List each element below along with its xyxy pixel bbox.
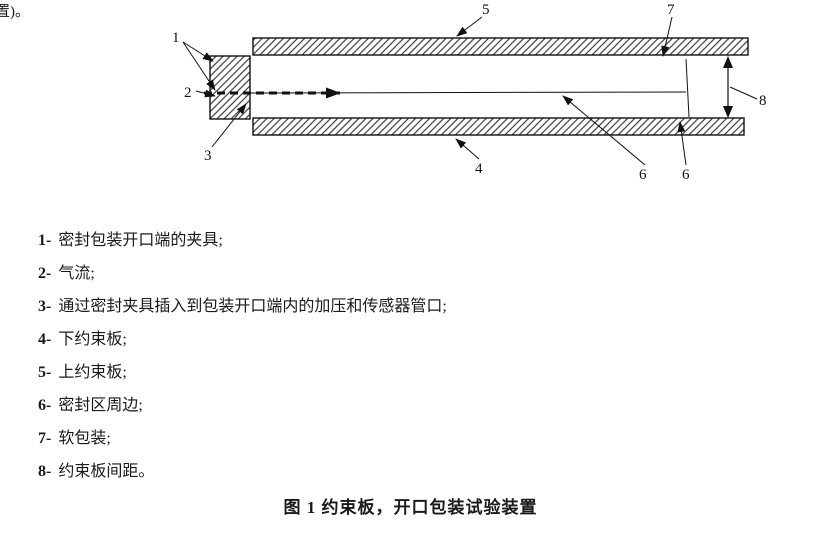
legend-item-2: 2- 气流; (38, 257, 447, 290)
page-text-fragment: 置)。 (0, 4, 30, 20)
apparatus-diagram: 1 2 3 4 5 6 6 7 8 (172, 2, 767, 183)
upper-restraint-plate (252, 37, 749, 56)
figure-legend: 1- 密封包装开口端的夹具; 2- 气流; 3- 通过密封夹具插入到包装开口端内的加压… (38, 224, 447, 488)
double-arrow-head-bottom (723, 106, 733, 118)
callout-2: 2 (184, 85, 192, 101)
double-arrow-head-top (723, 56, 733, 68)
legend-item-number: 6- (38, 397, 52, 414)
leader-line-3 (211, 103, 247, 148)
legend-item-text: 通过密封夹具插入到包装开口端内的加压和传感器管口; (58, 298, 447, 315)
callout-1: 1 (172, 30, 180, 46)
legend-item-number: 7- (38, 430, 52, 447)
legend-item-6: 6- 密封区周边; (38, 389, 447, 422)
legend-item-8: 8- 约束板间距。 (38, 455, 447, 488)
legend-item-4: 4- 下约束板; (38, 323, 447, 356)
lower-restraint-plate (252, 117, 745, 136)
leader-line-5 (456, 16, 483, 37)
callout-6a: 6 (639, 167, 647, 183)
leader-line-1a (182, 41, 214, 62)
leader-line-1b (182, 41, 216, 91)
legend-item-text: 约束板间距。 (58, 463, 155, 480)
legend-item-number: 3- (38, 298, 52, 315)
legend-item-number: 8- (38, 463, 52, 480)
figure-caption: 图 1 约束板，开口包装试验装置 (283, 498, 538, 517)
legend-item-number: 1- (38, 232, 52, 249)
legend-item-text: 上约束板; (58, 364, 127, 381)
callout-5: 5 (482, 2, 490, 18)
legend-item-number: 5- (38, 364, 52, 381)
leader-line-8 (729, 86, 758, 100)
legend-item-text: 密封区周边; (58, 397, 143, 414)
legend-item-text: 软包装; (58, 430, 111, 447)
legend-item-1: 1- 密封包装开口端的夹具; (38, 224, 447, 257)
legend-item-3: 3- 通过密封夹具插入到包装开口端内的加压和传感器管口; (38, 290, 447, 323)
callout-4: 4 (475, 161, 483, 177)
leader-line-7 (661, 16, 673, 57)
callout-8: 8 (759, 93, 767, 109)
callout-7: 7 (667, 2, 675, 18)
legend-item-number: 4- (38, 331, 52, 348)
package-end-seal (685, 58, 690, 118)
legend-item-number: 2- (38, 265, 52, 282)
leader-line-2 (195, 89, 216, 98)
callout-3: 3 (204, 148, 212, 164)
legend-item-text: 气流; (58, 265, 95, 282)
legend-item-text: 下约束板; (58, 331, 127, 348)
sealing-clamp-block (209, 55, 251, 120)
callout-6b: 6 (682, 167, 690, 183)
legend-item-text: 密封包装开口端的夹具; (58, 232, 223, 249)
legend-item-5: 5- 上约束板; (38, 356, 447, 389)
leader-line-4 (455, 138, 480, 160)
legend-item-7: 7- 软包装; (38, 422, 447, 455)
leader-line-6b (677, 121, 687, 166)
leader-line-6a (562, 95, 646, 166)
